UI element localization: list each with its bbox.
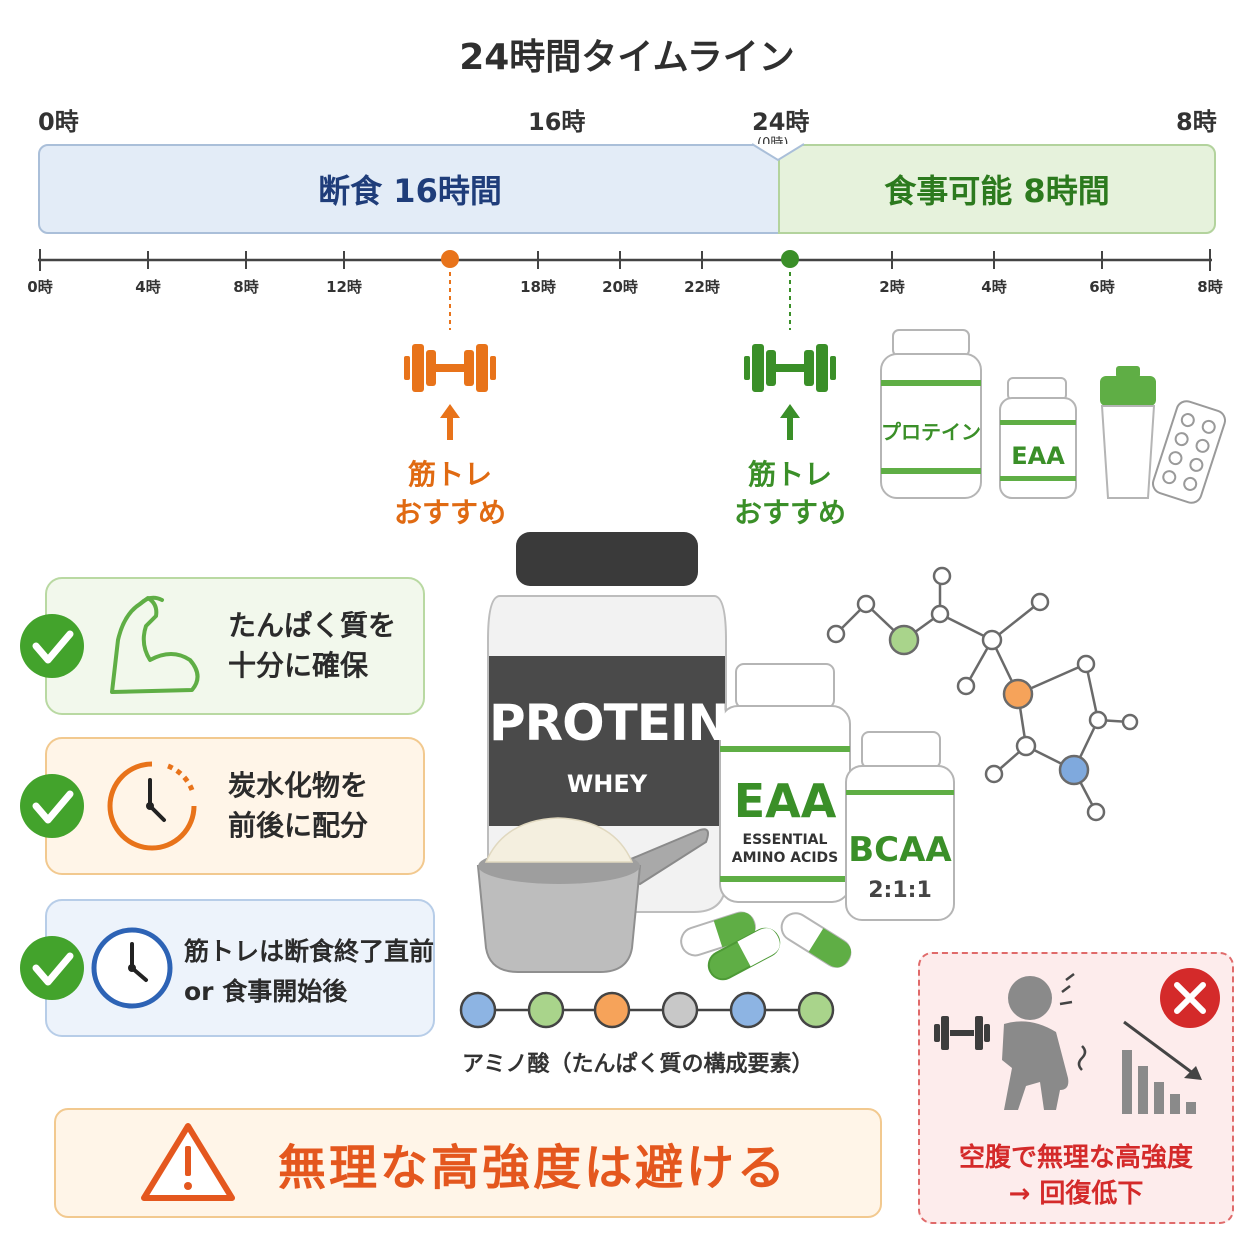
tip-3-line2: or 食事開始後 — [184, 977, 348, 1006]
tip-1-line1: たんぱく質を — [228, 609, 397, 642]
marker-orange — [441, 250, 459, 268]
check-icon — [20, 774, 84, 838]
bcaa-main-label: BCAA — [848, 830, 952, 870]
tick-8b: 8時 — [1197, 278, 1223, 296]
tick-4: 4時 — [135, 278, 161, 296]
shaker-icon — [1100, 366, 1156, 499]
small-protein-bottle — [880, 329, 982, 499]
pill-blister-icon — [1151, 400, 1227, 504]
tick-18: 18時 — [520, 278, 556, 296]
tip-1-text: たんぱく質を 十分に確保 — [228, 606, 396, 686]
small-eaa-label: EAA — [1011, 442, 1065, 470]
reco-eating-line2: おすすめ — [733, 496, 846, 529]
marker-green — [781, 250, 799, 268]
eating-label: 食事可能 8時間 — [884, 172, 1110, 210]
warning-triangle-icon — [141, 1123, 235, 1201]
bcaa-bottle — [845, 731, 955, 921]
dumbbell-icon-gray — [934, 1016, 990, 1050]
tip-3-line1: 筋トレは断食終了直前 — [184, 937, 435, 966]
small-protein-label: プロテイン — [881, 420, 981, 444]
eaa-sub-label-2: AMINO ACIDS — [731, 850, 839, 866]
eaa-main-label: EAA — [733, 774, 837, 828]
tick-2: 2時 — [879, 278, 905, 296]
amino-chain-icon — [459, 991, 835, 1029]
dumbbell-icon-orange — [404, 344, 496, 440]
check-icon — [20, 614, 84, 678]
scoop-icon — [476, 817, 709, 973]
label-0h: 0時 — [38, 108, 79, 136]
reco-fasting-end: 筋トレ おすすめ — [380, 456, 520, 532]
check-icon — [20, 936, 84, 1000]
dumbbell-icon-green — [744, 344, 836, 440]
label-24h: 24時 — [752, 108, 810, 136]
reco-eating-line1: 筋トレ — [747, 458, 832, 491]
tip-2-line1: 炭水化物を — [228, 769, 369, 802]
bcaa-sub-label: 2:1:1 — [868, 878, 932, 903]
muscle-arm-icon — [110, 595, 200, 694]
tick-20: 20時 — [602, 278, 638, 296]
tip-1-line2: 十分に確保 — [228, 649, 369, 682]
protein-sub-label: WHEY — [566, 770, 648, 798]
clock-icon — [91, 927, 173, 1009]
capsule-icons — [680, 911, 852, 981]
close-icon — [1160, 968, 1220, 1028]
tired-person-icon — [1002, 973, 1087, 1110]
fasting-label: 断食 16時間 — [318, 172, 502, 210]
tip-2-line2: 前後に配分 — [228, 809, 369, 842]
side-warning-line1: 空腹で無理な高強度 — [958, 1143, 1193, 1173]
protein-main-label: PROTEIN — [489, 694, 729, 752]
tip-3-text: 筋トレは断食終了直前 or 食事開始後 — [184, 932, 434, 1012]
clock-arrow-icon — [107, 761, 197, 851]
reco-eating-start: 筋トレ おすすめ — [720, 456, 860, 532]
eaa-sub-label-1: ESSENTIAL — [742, 832, 828, 848]
side-warning-line2: → 回復低下 — [1008, 1179, 1144, 1209]
molecule-icon — [826, 566, 1139, 822]
reco-fasting-line2: おすすめ — [393, 496, 506, 529]
fasting-bar: 断食 16時間 — [38, 144, 782, 234]
label-8h: 8時 — [1176, 108, 1217, 136]
bar-notch — [751, 143, 805, 162]
tick-6: 6時 — [1089, 278, 1115, 296]
timeline-axis — [38, 249, 1212, 330]
tick-0: 0時 — [27, 278, 53, 296]
declining-chart-icon — [1122, 1020, 1202, 1114]
label-16h: 16時 — [528, 108, 586, 136]
reco-fasting-line1: 筋トレ — [407, 458, 492, 491]
page-title: 24時間タイムライン — [459, 37, 795, 78]
amino-label: アミノ酸（たんぱく質の構成要素） — [462, 1052, 814, 1077]
tick-22: 22時 — [684, 278, 720, 296]
tick-12: 12時 — [326, 278, 362, 296]
tick-8: 8時 — [233, 278, 259, 296]
eating-bar: 食事可能 8時間 — [778, 144, 1216, 234]
tip-2-text: 炭水化物を 前後に配分 — [228, 766, 368, 846]
small-eaa-bottle — [999, 377, 1077, 499]
tick-4b: 4時 — [981, 278, 1007, 296]
warning-text: 無理な高強度は避ける — [278, 1140, 789, 1196]
